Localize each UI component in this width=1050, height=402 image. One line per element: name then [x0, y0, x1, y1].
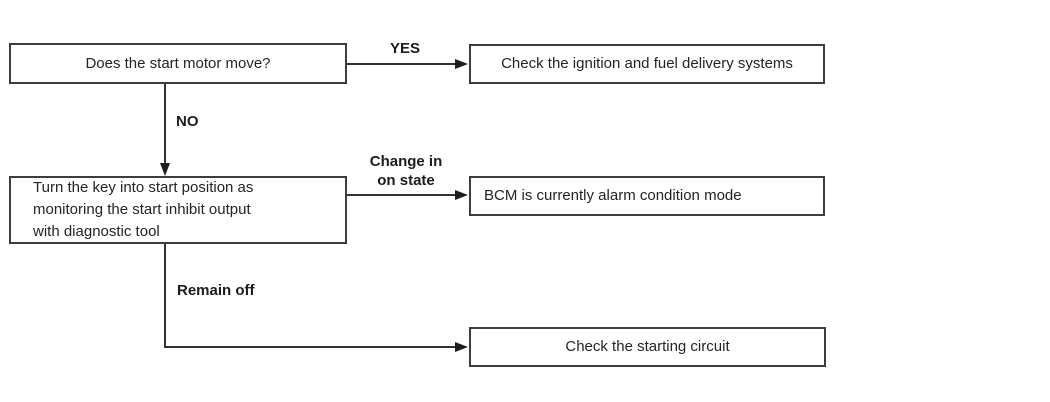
node-turn-key-line3: with diagnostic tool: [33, 223, 160, 240]
node-check-ignition-fuel: Check the ignition and fuel delivery sys…: [469, 44, 825, 84]
node-turn-key-line2: monitoring the start inhibit output: [33, 201, 251, 218]
node-start-motor: Does the start motor move?: [9, 43, 347, 84]
node-check-starting-circuit-text: Check the starting circuit: [565, 338, 730, 355]
edge-label-remain-off: Remain off: [177, 282, 255, 299]
node-turn-key-text: Turn the key into start position as moni…: [33, 177, 253, 243]
node-check-ignition-fuel-text: Check the ignition and fuel delivery sys…: [501, 55, 793, 72]
node-turn-key-start-position: Turn the key into start position as moni…: [9, 176, 347, 244]
edge-label-change-line2: on state: [377, 172, 435, 189]
edge-label-change-line1: Change in: [369, 153, 443, 170]
arrow-remain-off: [164, 244, 468, 352]
node-start-motor-text: Does the start motor move?: [85, 54, 271, 72]
node-bcm-alarm-mode: BCM is currently alarm condition mode: [469, 176, 825, 216]
node-turn-key-line1: Turn the key into start position as: [33, 179, 254, 196]
edge-label-no: NO: [176, 113, 199, 130]
edge-label-yes: YES: [389, 40, 420, 57]
node-bcm-alarm-mode-text: BCM is currently alarm condition mode: [484, 187, 742, 204]
edge-label-change-in-on-state: Change in on state: [347, 152, 465, 190]
node-check-starting-circuit: Check the starting circuit: [469, 327, 826, 367]
